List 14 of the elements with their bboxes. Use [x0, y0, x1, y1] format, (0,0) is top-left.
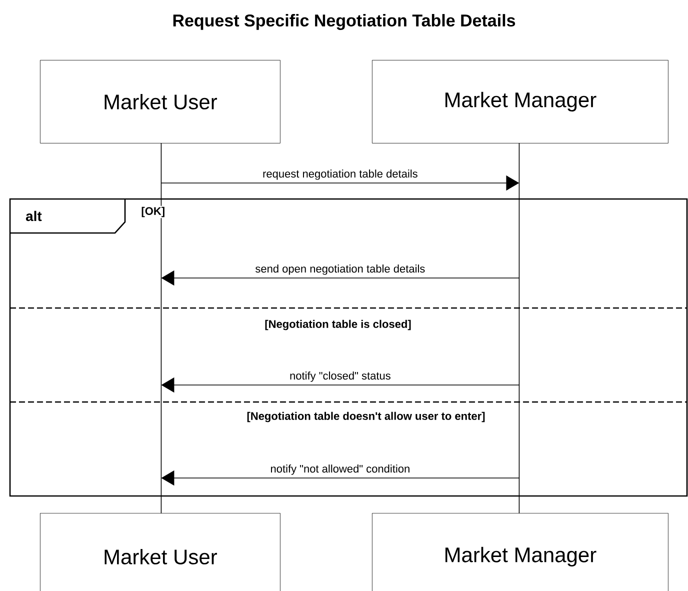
- participant-box: Market User: [40, 513, 280, 591]
- lifeline: [160, 142, 162, 514]
- message-label: send open negotiation table details: [254, 264, 426, 276]
- participant-box: Market Manager: [372, 60, 668, 144]
- guard-label: [Negotiation table is closed]: [264, 318, 412, 332]
- participant-box: Market Manager: [372, 513, 668, 591]
- guard-label: [Negotiation table doesn't allow user to enter]: [246, 410, 486, 424]
- title: Request Specific Negotiation Table Details: [173, 14, 516, 30]
- guard-label: [OK]: [140, 206, 166, 218]
- message-label: notify "closed" status: [288, 370, 392, 383]
- message-label: request negotiation table details: [262, 168, 419, 181]
- participant-box: Market User: [40, 60, 280, 144]
- message-label: notify "not allowed" condition: [269, 464, 412, 476]
- lifeline: [518, 142, 520, 514]
